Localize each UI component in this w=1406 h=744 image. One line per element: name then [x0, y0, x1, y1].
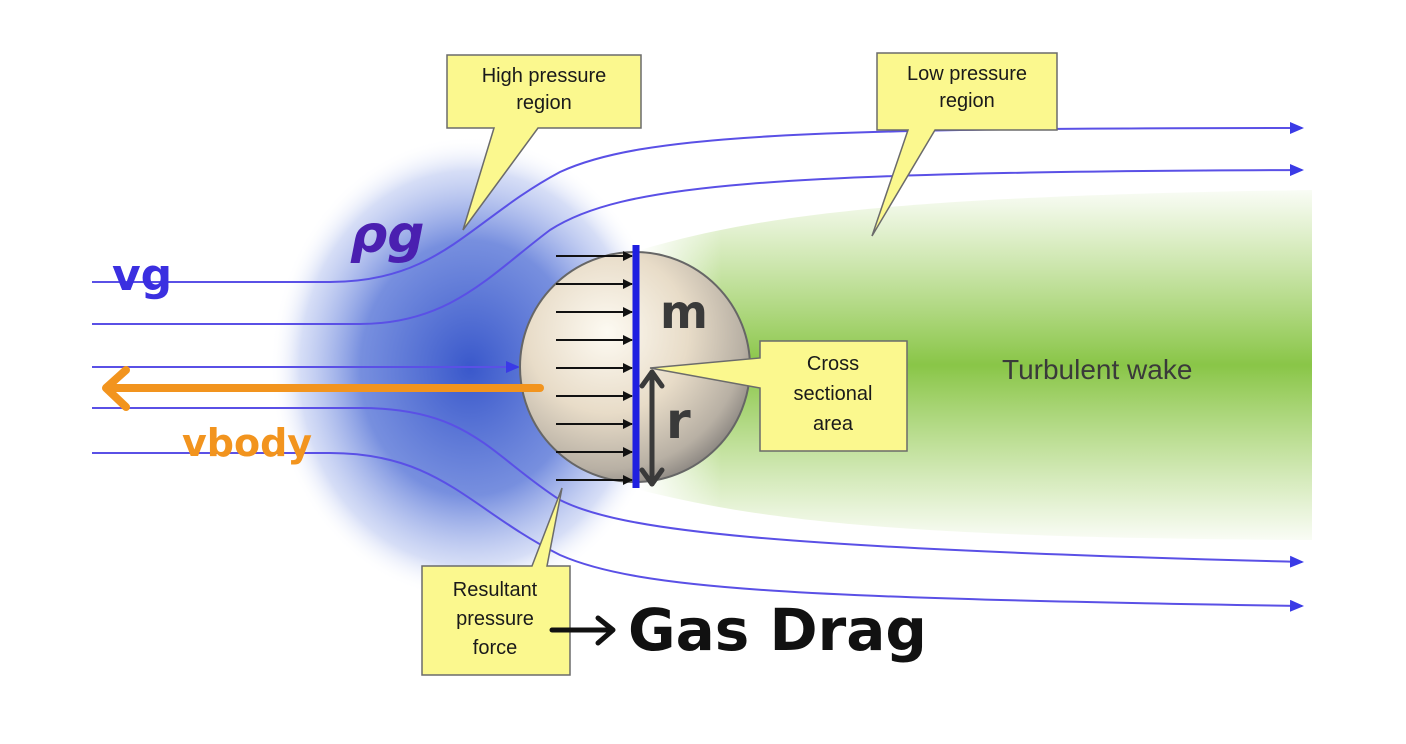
resultant-callout-line1: Resultant: [453, 579, 538, 601]
cross-section-callout-line3: area: [813, 413, 854, 435]
resultant-callout-line2: pressure: [456, 608, 534, 630]
body-velocity-arrow: [102, 366, 544, 411]
resultant-callout-line3: force: [473, 637, 517, 659]
streamline-5: [92, 452, 1304, 612]
turbulent-wake-label: Turbulent wake: [1002, 354, 1192, 385]
streamlines: [92, 122, 1304, 612]
cross-section-callout: Cross sectional area: [649, 340, 908, 452]
radius-label: r: [666, 392, 691, 450]
low-pressure-callout: Low pressure region: [871, 52, 1058, 237]
pressure-arrows: [556, 251, 633, 485]
gas-drag-label: Gas Drag: [628, 596, 927, 664]
mass-label: m: [660, 285, 708, 339]
resultant-force-callout: Resultant pressure force: [421, 487, 571, 676]
low-pressure-callout-line1: Low pressure: [907, 63, 1027, 85]
radius-arrow: [639, 369, 665, 487]
streamline-4: [92, 407, 1304, 568]
high-pressure-callout-line1: High pressure: [482, 65, 607, 87]
body-velocity-label: vbody: [182, 421, 312, 465]
high-pressure-callout: High pressure region: [446, 54, 642, 231]
cross-section-callout-line1: Cross: [807, 353, 859, 375]
gas-velocity-label: vg: [112, 250, 172, 301]
cross-section-callout-line2: sectional: [794, 383, 873, 405]
gas-density-label: ρg: [350, 205, 424, 265]
gas-drag-arrow: [549, 615, 616, 646]
low-pressure-callout-line2: region: [939, 90, 995, 112]
streamline-2: [92, 164, 1304, 325]
high-pressure-callout-line2: region: [516, 92, 572, 114]
